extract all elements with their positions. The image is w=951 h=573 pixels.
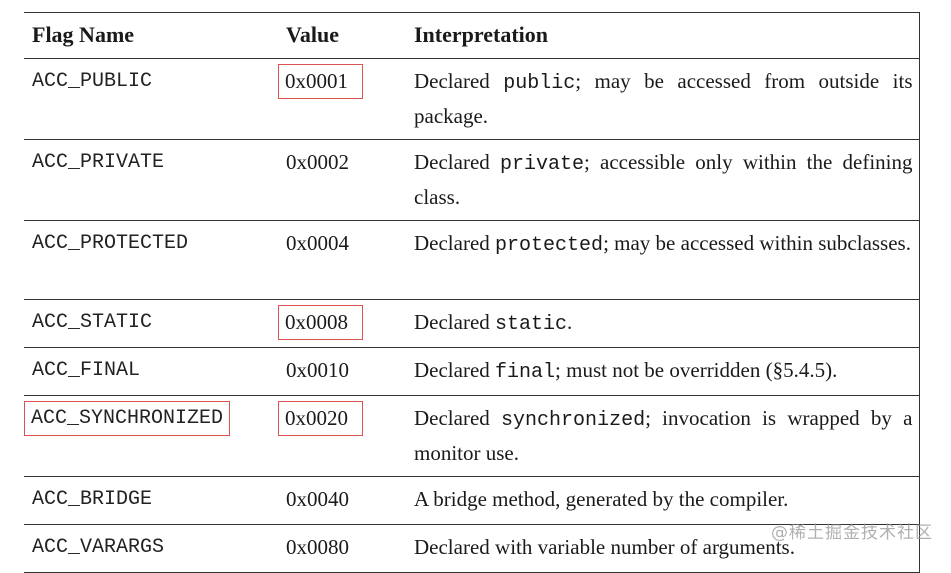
- interp-text: A bridge method, generated by the compil…: [414, 487, 789, 511]
- value-cell: 0x0010: [278, 347, 406, 396]
- flag-name-cell: ACC_PRIVATE: [24, 139, 278, 221]
- interp-text: Declared: [414, 150, 500, 174]
- table-row: ACC_VARARGS 0x0080 Declared with variabl…: [24, 524, 920, 573]
- interp-text: Declared with variable number of argumen…: [414, 535, 795, 559]
- interp-text: Declared: [414, 69, 504, 93]
- value-cell: 0x0020: [278, 395, 406, 477]
- interpretation-cell: Declared private; accessible only within…: [406, 139, 920, 221]
- flag-name-cell: ACC_PROTECTED: [24, 220, 278, 300]
- flag-name: ACC_PRIVATE: [32, 151, 165, 174]
- interp-text-rest: ; must not be overridden (§5.4.5).: [555, 358, 838, 382]
- value: 0x0002: [286, 150, 349, 174]
- watermark: @稀土掘金技术社区: [771, 523, 933, 543]
- interp-code: static: [495, 313, 568, 336]
- flag-name-cell: ACC_PUBLIC: [24, 58, 278, 140]
- value: 0x0080: [286, 535, 349, 559]
- interp-text-rest: ; accessible only within the defining cl…: [414, 150, 913, 209]
- header-interpretation: Interpretation: [406, 12, 920, 59]
- interpretation-cell: Declared final; must not be overridden (…: [406, 347, 920, 396]
- interp-code: public: [503, 72, 576, 95]
- interp-text: Declared: [414, 358, 496, 382]
- interpretation-cell: Declared static.: [406, 299, 920, 348]
- table-row: ACC_PRIVATE 0x0002 Declared private; acc…: [24, 139, 920, 221]
- value-cell: 0x0001: [278, 58, 406, 140]
- interpretation-cell: A bridge method, generated by the compil…: [406, 476, 920, 525]
- value-highlighted: 0x0001: [278, 64, 363, 99]
- flag-name: ACC_PROTECTED: [32, 232, 189, 255]
- flag-name: ACC_STATIC: [32, 311, 153, 334]
- value-cell: 0x0002: [278, 139, 406, 221]
- value-cell: 0x0040: [278, 476, 406, 525]
- value-highlighted: 0x0008: [278, 305, 363, 340]
- flag-name-cell: ACC_VARARGS: [24, 524, 278, 573]
- flag-name-cell: ACC_SYNCHRONIZED: [23, 395, 278, 477]
- value-cell: 0x0008: [278, 299, 406, 348]
- flag-name-cell: ACC_STATIC: [24, 299, 278, 348]
- interp-text-rest: ; may be accessed within subclasses.: [603, 231, 911, 255]
- flag-name-cell: ACC_FINAL: [24, 347, 278, 396]
- interp-text-rest: ; may be accessed from outside its packa…: [414, 69, 913, 128]
- interpretation-cell: Declared public; may be accessed from ou…: [406, 58, 920, 140]
- value-cell: 0x0004: [278, 220, 406, 300]
- value: 0x0010: [286, 358, 349, 382]
- interp-code: synchronized: [501, 409, 646, 432]
- interp-text: Declared: [414, 231, 496, 255]
- interp-text-rest: ; invocation is wrapped by a monitor use…: [414, 406, 913, 465]
- table-row: ACC_FINAL 0x0010 Declared final; must no…: [24, 347, 920, 396]
- interp-text-rest: .: [567, 310, 573, 334]
- table-row: ACC_PROTECTED 0x0004 Declared protected;…: [24, 220, 920, 300]
- value: 0x0004: [286, 231, 349, 255]
- interpretation-cell: Declared protected; may be accessed with…: [406, 220, 920, 300]
- header-value: Value: [278, 12, 406, 59]
- value: 0x0040: [286, 487, 349, 511]
- interpretation-cell: Declared synchronized; invocation is wra…: [406, 395, 920, 477]
- header-flag-name: Flag Name: [24, 12, 278, 59]
- table-row: ACC_BRIDGE 0x0040 A bridge method, gener…: [24, 476, 920, 525]
- flag-name-highlighted: ACC_SYNCHRONIZED: [23, 401, 231, 436]
- interp-code: final: [495, 361, 556, 384]
- interp-text: Declared: [414, 310, 496, 334]
- flag-name-cell: ACC_BRIDGE: [24, 476, 278, 525]
- table-row: ACC_STATIC 0x0008 Declared static.: [24, 299, 920, 348]
- flag-name: ACC_PUBLIC: [32, 70, 153, 93]
- value-highlighted: 0x0020: [278, 401, 363, 436]
- flag-name: ACC_VARARGS: [32, 536, 165, 559]
- interp-code: private: [499, 153, 584, 176]
- flag-name: ACC_BRIDGE: [32, 488, 153, 511]
- flag-name: ACC_FINAL: [32, 359, 141, 382]
- table-row: ACC_PUBLIC 0x0001 Declared public; may b…: [24, 58, 920, 140]
- access-flags-table: Flag Name Value Interpretation ACC_PUBLI…: [23, 12, 920, 573]
- interp-code: protected: [495, 234, 604, 257]
- interp-text: Declared: [414, 406, 502, 430]
- value-cell: 0x0080: [278, 524, 406, 573]
- table-header-row: Flag Name Value Interpretation: [24, 12, 920, 59]
- table-row: ACC_SYNCHRONIZED 0x0020 Declared synchro…: [23, 395, 920, 477]
